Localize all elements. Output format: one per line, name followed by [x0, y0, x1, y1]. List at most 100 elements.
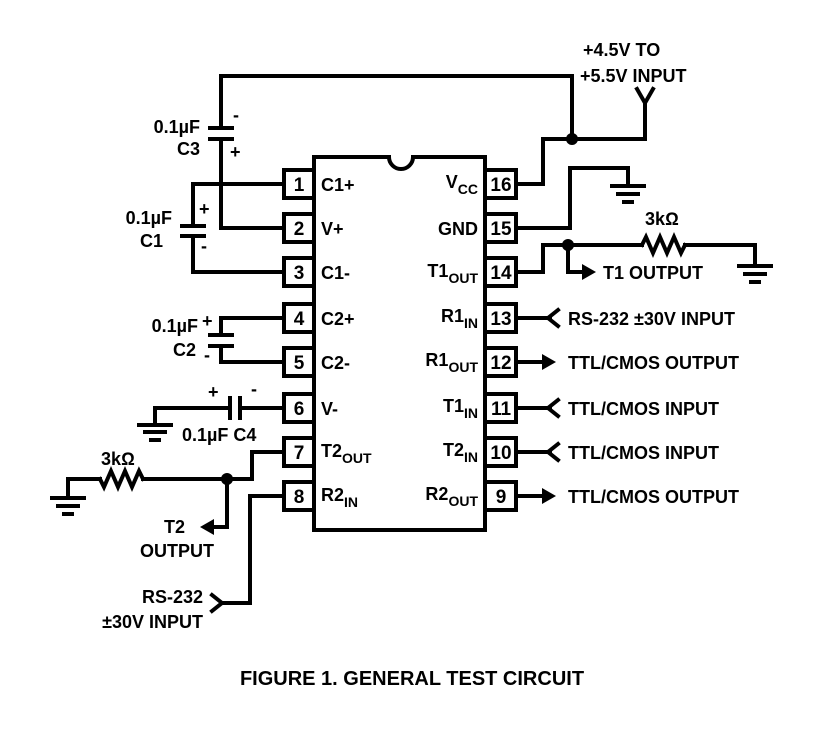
input-chevron-icon-t1-in: [544, 397, 561, 419]
c2-neg-mark: -: [204, 345, 210, 365]
r2-in-label-line1: RS-232: [142, 587, 203, 607]
pin-number-6: 6: [294, 399, 305, 420]
arrow-left-icon-t2-output: [200, 519, 214, 535]
pin-label-v-plus: V+: [321, 219, 344, 239]
pin-number-2: 2: [294, 219, 305, 240]
c2-ref: C2: [173, 340, 196, 360]
arrow-right-icon-t1-output: [582, 264, 596, 280]
pin-number-4: 4: [294, 309, 305, 330]
c3-pos-mark: +: [230, 142, 241, 162]
t1-in-label: TTL/CMOS INPUT: [568, 399, 719, 419]
resistor-t2-icon: [97, 466, 146, 492]
pin-label-t2-in: T2IN: [443, 440, 478, 465]
wire-c4-plus: [153, 406, 232, 427]
t2-in-label: TTL/CMOS INPUT: [568, 443, 719, 463]
t1-output-label: T1 OUTPUT: [603, 263, 703, 283]
pin-number-14: 14: [490, 263, 512, 284]
wire-t1-ground: [683, 243, 757, 267]
pin-number-9: 9: [496, 487, 507, 508]
resistor-t1-icon: [639, 232, 688, 258]
pin-number-13: 13: [490, 309, 511, 330]
pin-number-1: 1: [294, 175, 305, 196]
pin-label-v-minus: V-: [321, 399, 338, 419]
r-t1-value: 3kΩ: [645, 209, 679, 229]
wire-t2-output-branch: [210, 477, 229, 529]
wire-c2-minus: [219, 344, 286, 364]
supply-label-line2: +5.5V INPUT: [580, 66, 687, 86]
pin-number-3: 3: [294, 263, 305, 284]
t2-output-label-line2: OUTPUT: [140, 541, 214, 561]
pin-box-7: [282, 436, 316, 468]
pin-label-r1-in: R1IN: [441, 306, 478, 331]
arrow-right-icon-r1-out: [542, 354, 556, 370]
wire-c1-minus: [191, 234, 286, 274]
wire-t2-out: [141, 450, 286, 481]
wire-c3-to-v-plus: [219, 137, 286, 230]
c1-neg-mark: -: [201, 236, 207, 256]
r-t2-value: 3kΩ: [101, 449, 135, 469]
wire-gnd: [514, 166, 630, 230]
c4-pos-mark: +: [208, 382, 219, 402]
pin-label-r2-in: R2IN: [321, 485, 358, 510]
pin-label-c2-minus: C2-: [321, 353, 350, 373]
ground-icon-t2: [50, 496, 86, 516]
t2-output-label-line1: T2: [164, 517, 185, 537]
c1-value: 0.1µF: [126, 208, 172, 228]
ground-icon-c4: [137, 423, 173, 442]
pin-label-gnd: GND: [438, 219, 478, 239]
input-chevron-icon-t2-in: [544, 441, 561, 463]
wire-vcc-rail: [219, 74, 574, 141]
supply-label-line1: +4.5V TO: [583, 40, 660, 60]
r1-in-label: RS-232 ±30V INPUT: [568, 309, 735, 329]
pin-box-15: [483, 212, 518, 244]
arrow-right-icon-r2-out: [542, 488, 556, 504]
pin-number-15: 15: [490, 219, 512, 240]
wire-t1-out: [514, 243, 644, 274]
pin-number-11: 11: [491, 399, 512, 420]
r2-in-label-line2: ±30V INPUT: [102, 612, 203, 632]
ic-body: [312, 155, 487, 532]
c2-value: 0.1µF: [152, 316, 198, 336]
junction-vcc: [566, 133, 578, 145]
pin-number-10: 10: [490, 443, 511, 464]
pin-label-t1-in: T1IN: [443, 396, 478, 421]
pin-number-5: 5: [294, 353, 305, 374]
ground-icon-t1: [737, 264, 773, 284]
c3-value: 0.1µF: [154, 117, 200, 137]
pin-label-c2-plus: C2+: [321, 309, 355, 329]
c3-neg-mark: -: [233, 105, 239, 125]
pin-label-c1-minus: C1-: [321, 263, 350, 283]
r1-out-label: TTL/CMOS OUTPUT: [568, 353, 739, 373]
pin-number-16: 16: [490, 175, 511, 196]
c1-ref: C1: [140, 231, 163, 251]
pin-label-t2-out: T2OUT: [321, 441, 372, 466]
c2-pos-mark: +: [202, 311, 213, 331]
pin-label-c1-plus: C1+: [321, 175, 355, 195]
wire-vcc: [514, 101, 647, 186]
left-pin-boxes: [282, 168, 316, 512]
wire-t2-ground: [66, 477, 102, 500]
pin-box-2: [282, 212, 316, 244]
pin-number-12: 12: [490, 353, 511, 374]
c1-pos-mark: +: [199, 199, 210, 219]
figure-caption: FIGURE 1. GENERAL TEST CIRCUIT: [240, 668, 584, 690]
c4-neg-mark: -: [251, 379, 257, 399]
ground-icon-gnd: [610, 184, 646, 204]
wire-t1-output-branch: [566, 243, 584, 274]
supply-input-y-icon: [634, 86, 656, 108]
c4-value: 0.1µF C4: [182, 425, 256, 445]
pin-label-r1-out: R1OUT: [425, 350, 478, 375]
wire-r2-in: [220, 494, 286, 605]
pin-label-t1-out: T1OUT: [427, 261, 478, 286]
pin-number-8: 8: [294, 487, 305, 508]
r2-out-label: TTL/CMOS OUTPUT: [568, 487, 739, 507]
pin-label-vcc: VCC: [446, 172, 478, 197]
wire-c1-plus: [191, 182, 286, 228]
c3-ref: C3: [177, 139, 200, 159]
wire-c2-plus: [219, 316, 286, 337]
pin-number-7: 7: [294, 443, 305, 464]
pin-label-r2-out: R2OUT: [425, 484, 478, 509]
input-chevron-icon-r1: [544, 307, 561, 329]
input-chevron-icon-r2: [209, 592, 226, 614]
